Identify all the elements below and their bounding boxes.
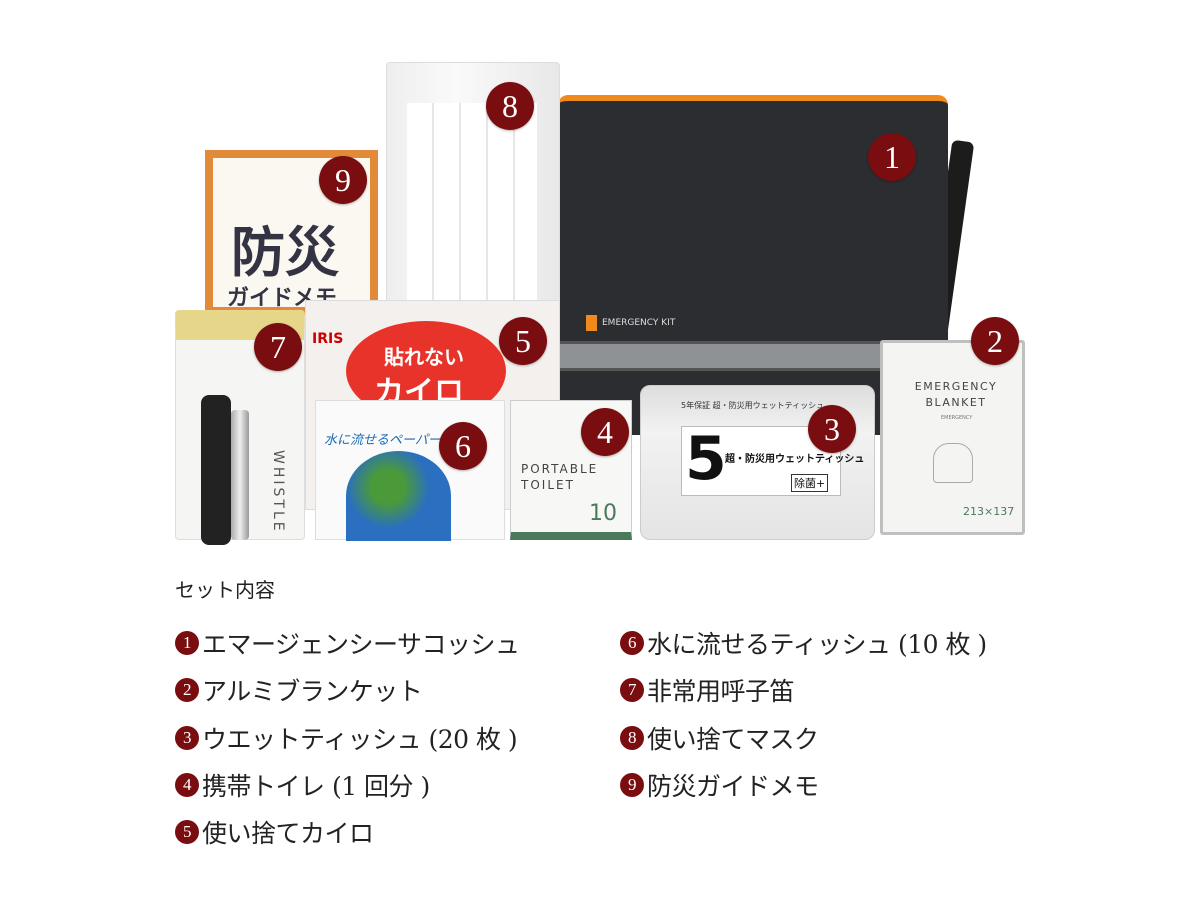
item-label: ウエットティッシュ (20 枚 ) (202, 725, 518, 754)
blanket-package: EMERGENCY BLANKET EMERGENCY 213×137 (880, 340, 1025, 535)
blanket-size: 213×137 (963, 505, 1015, 518)
item-number: 1 (175, 631, 199, 655)
item-label: 防災ガイドメモ (647, 772, 819, 801)
mask-package (386, 62, 560, 320)
badge-9: 9 (319, 156, 367, 204)
tissue-package: 水に流せるペーパー (315, 400, 505, 541)
item-number: 4 (175, 773, 199, 797)
toilet-count: 10 (589, 501, 617, 526)
earth-graphic (346, 451, 451, 541)
badge-6: 6 (439, 422, 487, 470)
wet-top: 5年保証 超・防災用ウェットティッシュ (681, 401, 825, 410)
item-label: 使い捨てマスク (647, 725, 819, 754)
toilet-package: PORTABLE TOILET 10 (510, 400, 632, 540)
badge-3: 3 (808, 405, 856, 453)
wet-badge: 除菌+ (791, 474, 829, 492)
bag-label: EMERGENCY KIT (602, 318, 676, 328)
tissue-label: 水に流せるペーパー (324, 433, 441, 448)
badge-5: 5 (499, 317, 547, 365)
item-label: 使い捨てカイロ (202, 819, 374, 848)
whistle-body (231, 410, 249, 540)
badge-8: 8 (486, 82, 534, 130)
badge-4: 4 (581, 408, 629, 456)
item-label: 非常用呼子笛 (647, 677, 795, 706)
item-number: 5 (175, 820, 199, 844)
item-label: アルミブランケット (202, 677, 423, 706)
badge-2: 2 (971, 317, 1019, 365)
toilet-label: PORTABLE TOILET (521, 462, 599, 492)
item-number: 3 (175, 726, 199, 750)
item-label: エマージェンシーサコッシュ (202, 630, 520, 659)
wet-big: 5 (685, 424, 727, 494)
bag-logo-square (586, 315, 597, 331)
person-icon (933, 443, 973, 483)
item-number: 2 (175, 678, 199, 702)
badge-7: 7 (254, 323, 302, 371)
set-contents-title: セット内容 (175, 578, 275, 602)
item-number: 8 (620, 726, 644, 750)
whistle-label: WHISTLE (270, 450, 286, 534)
mask-pleats (407, 103, 537, 303)
whistle-holder (201, 395, 231, 545)
blanket-title: EMERGENCY BLANKET (914, 380, 998, 409)
badge-1: 1 (868, 133, 916, 181)
item-number: 9 (620, 773, 644, 797)
item-number: 6 (620, 631, 644, 655)
guide-title: 防災 (231, 221, 339, 284)
kairo-brand: IRIS (312, 331, 344, 347)
item-label: 携帯トイレ (1 回分 ) (202, 772, 430, 801)
kairo-title: 貼れない (384, 345, 464, 369)
item-number: 7 (620, 678, 644, 702)
blanket-sub: EMERGENCY (941, 415, 973, 421)
item-label: 水に流せるティッシュ (10 枚 ) (647, 630, 987, 659)
wet-main: 超・防災用ウェットティッシュ (725, 454, 865, 465)
